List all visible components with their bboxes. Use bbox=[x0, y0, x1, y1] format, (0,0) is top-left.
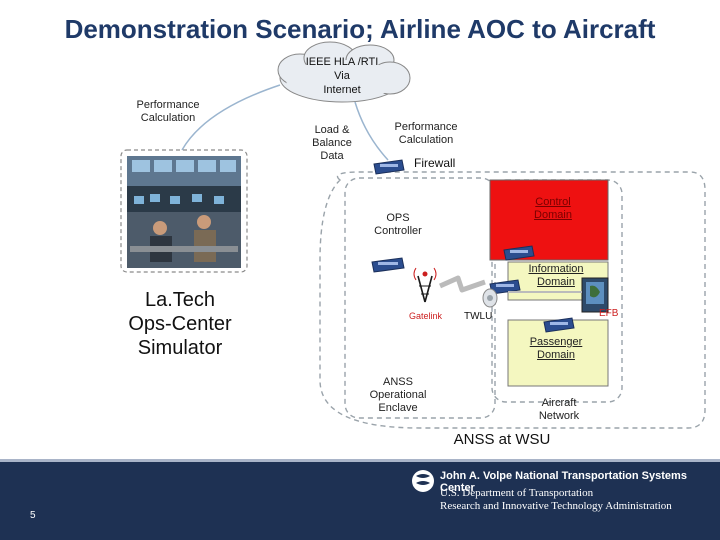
aircraft-network-line1: Aircraft bbox=[541, 397, 577, 409]
ops-controller-line2: Controller bbox=[374, 225, 422, 237]
perf-calc-left-line2: Calculation bbox=[140, 112, 196, 124]
footer-line2: U.S. Department of Transportation bbox=[440, 487, 594, 499]
latech-line3: Simulator bbox=[137, 337, 223, 359]
connector-cloud-to-firewall bbox=[354, 101, 389, 161]
gatelink-label: Gatelink bbox=[409, 311, 443, 321]
twlu-label: TWLU bbox=[464, 311, 493, 322]
perf-calc-mid-line2: Calculation bbox=[398, 134, 454, 146]
passenger-domain-line2: Domain bbox=[537, 349, 575, 361]
firewall-label: Firewall bbox=[414, 156, 456, 170]
footer-bar: John A. Volpe National Transportation Sy… bbox=[0, 462, 720, 540]
anss-region-boundary bbox=[319, 171, 706, 429]
router-icon-ops bbox=[371, 257, 405, 273]
gatelink-tower-icon bbox=[413, 267, 437, 303]
load-balance-line2: Balance bbox=[312, 137, 352, 149]
aircraft-network-label: Aircraft Network bbox=[527, 397, 591, 423]
connector-cloud-to-opscenter bbox=[181, 84, 281, 151]
perf-calc-left-line1: Performance bbox=[136, 99, 200, 111]
aircraft-network-line2: Network bbox=[538, 410, 580, 422]
anss-wsu-label: ANSS at WSU bbox=[453, 431, 551, 448]
control-domain-box bbox=[489, 179, 609, 261]
anss-enclave-line1: ANSS bbox=[383, 376, 413, 388]
wireless-link bbox=[438, 275, 486, 293]
footer-line3: Research and Innovative Technology Admin… bbox=[440, 500, 672, 512]
perf-calc-left-label: Performance Calculation bbox=[126, 99, 210, 125]
anss-enclave-line3: Enclave bbox=[378, 402, 418, 414]
perf-calc-mid-label: Performance Calculation bbox=[384, 121, 468, 147]
latech-label: La.Tech Ops-Center Simulator bbox=[105, 288, 255, 360]
anss-enclave-label: ANSS Operational Enclave bbox=[360, 376, 436, 415]
information-domain-label: Information Domain bbox=[520, 263, 592, 289]
diagram-canvas bbox=[120, 41, 706, 429]
efb-device-icon bbox=[581, 277, 609, 313]
footer-line1: John A. Volpe National Transportation Sy… bbox=[440, 470, 687, 494]
ops-controller-line1: OPS bbox=[386, 212, 410, 224]
control-domain-label: Control Domain bbox=[520, 196, 586, 222]
twlu-antenna-icon bbox=[482, 288, 498, 308]
router-icon-control bbox=[503, 245, 535, 261]
cloud-label-line3: Internet bbox=[323, 84, 361, 96]
page-number: 5 bbox=[30, 510, 36, 521]
latech-line2: Ops-Center bbox=[128, 313, 232, 335]
control-domain-line1: Control bbox=[535, 196, 571, 208]
passenger-domain-label: Passenger Domain bbox=[520, 336, 592, 362]
cloud-label: IEEE HLA /RTI Via Internet bbox=[292, 55, 392, 97]
internet-cloud-icon bbox=[277, 41, 411, 103]
passenger-domain-box bbox=[507, 319, 609, 387]
cloud-label-line1: IEEE HLA /RTI bbox=[305, 56, 379, 68]
efb-label: EFB bbox=[599, 308, 619, 319]
router-icon-firewall bbox=[373, 159, 405, 175]
ops-center-photo bbox=[127, 156, 241, 268]
page-title: Demonstration Scenario; Airline AOC to A… bbox=[64, 14, 656, 44]
anss-enclave-line2: Operational bbox=[369, 389, 427, 401]
ops-controller-label: OPS Controller bbox=[362, 212, 434, 238]
dot-logo-icon bbox=[412, 470, 434, 492]
load-balance-line1: Load & bbox=[314, 124, 350, 136]
perf-calc-mid-line1: Performance bbox=[394, 121, 458, 133]
latech-line1: La.Tech bbox=[144, 289, 216, 311]
information-domain-line2: Domain bbox=[537, 276, 575, 288]
load-balance-label: Load & Balance Data bbox=[302, 124, 362, 163]
information-domain-line1: Information bbox=[528, 263, 584, 275]
load-balance-line3: Data bbox=[320, 150, 344, 162]
router-icon-passenger bbox=[543, 317, 575, 333]
control-domain-line2: Domain bbox=[534, 209, 572, 221]
footer-rule bbox=[0, 459, 720, 462]
ops-center-boundary bbox=[120, 149, 248, 273]
passenger-domain-line1: Passenger bbox=[529, 336, 583, 348]
cloud-label-line2: Via bbox=[334, 70, 350, 82]
